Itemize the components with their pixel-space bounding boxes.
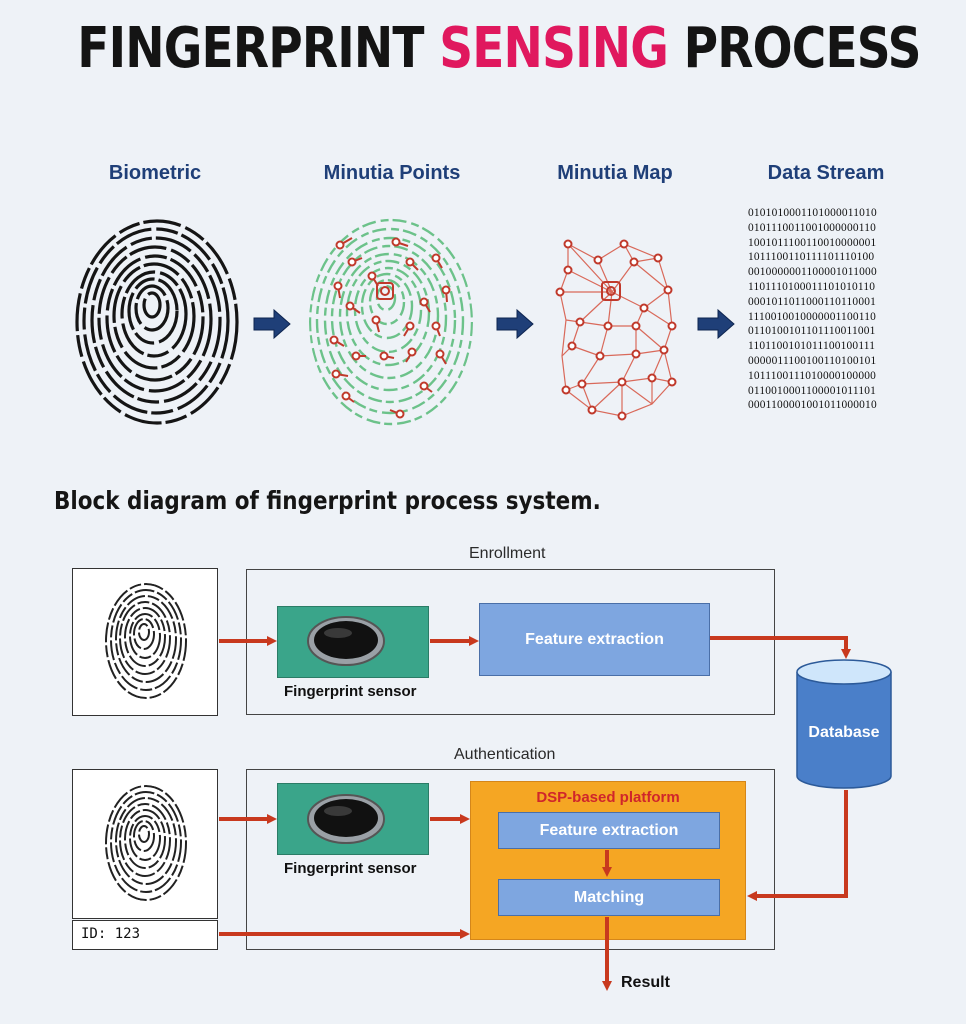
matching-label: Matching (573, 888, 645, 906)
data-stream-binary: 010101000110100001101​0 0101110011001000… (748, 206, 958, 413)
database-cylinder (796, 659, 892, 789)
dsp-platform-label: DSP-based platform (536, 789, 680, 806)
binary-line: 0110100101101110011001 (748, 325, 876, 338)
binary-line: 0001011011000110110001 (748, 295, 877, 308)
binary-line: 1011100111010000100000 (748, 369, 877, 382)
minutia-points-image (309, 218, 473, 426)
binary-line: 1001011100110010000001 (748, 236, 877, 249)
authentication-fingerprint-icon (105, 785, 187, 901)
binary-line: 1110010010000001100110 (748, 310, 877, 323)
sensor-pad-icon (307, 794, 385, 844)
flow-arrows (219, 636, 851, 991)
enrollment-sensor-label: Fingerprint sensor (284, 683, 417, 700)
minutia-map-image (555, 239, 677, 421)
enrollment-feature-extraction-label: Feature extraction (525, 630, 664, 648)
authentication-label: Authentication (454, 746, 556, 763)
binary-line: 0110010001100001011101 (748, 384, 877, 397)
binary-line: 0000011100100110100101 (748, 354, 877, 367)
sensor-pad-icon (307, 616, 385, 666)
title-part-1: FINGERPRINT (77, 16, 424, 81)
authentication-feature-extraction-label: Feature extraction (539, 821, 679, 839)
page-title: FINGERPRINT SENSING PROCESS (77, 14, 921, 84)
stage-label-minutia-points: Minutia Points (323, 162, 461, 184)
stage-arrow-icon-3 (697, 308, 735, 340)
stage-arrow-icon-2 (496, 308, 534, 340)
binary-line: 1101100101011100100111 (748, 340, 876, 353)
result-label: Result (621, 974, 670, 991)
stage-label-biometric: Biometric (108, 162, 202, 184)
binary-line: 0010000001100001011000 (748, 266, 877, 279)
binary-line: 1101110100011101010110 (748, 280, 876, 293)
enrollment-feature-extraction: Feature extraction (479, 603, 710, 676)
stage-label-minutia-map: Minutia Map (557, 162, 673, 184)
database-label: Database (808, 724, 880, 741)
enrollment-label: Enrollment (469, 545, 546, 562)
binary-line: 0001100001001011000010 (748, 399, 877, 412)
authentication-fingerprint-box (72, 769, 218, 919)
binary-line: 0101110011001000000110 (748, 221, 877, 234)
authentication-frame (246, 769, 775, 950)
matching-block: Matching (498, 879, 720, 916)
title-part-2: SENSING (439, 16, 669, 81)
authentication-feature-extraction: Feature extraction (498, 812, 720, 849)
fingerprint-image (72, 216, 242, 428)
binary-line: 1011100110111101110100 (748, 251, 875, 264)
stage-label-data-stream: Data Stream (767, 162, 885, 184)
authentication-sensor-label: Fingerprint sensor (284, 860, 417, 877)
binary-line: 010101000110100001101​0 (748, 207, 877, 219)
enrollment-fingerprint-icon (105, 583, 187, 699)
enrollment-fingerprint-box (72, 568, 218, 716)
stage-arrow-icon-1 (253, 308, 291, 340)
block-diagram-heading: Block diagram of fingerprint process sys… (54, 486, 601, 515)
id-input[interactable]: ID: 123 (72, 920, 218, 950)
title-part-3: PROCESS (683, 16, 922, 81)
